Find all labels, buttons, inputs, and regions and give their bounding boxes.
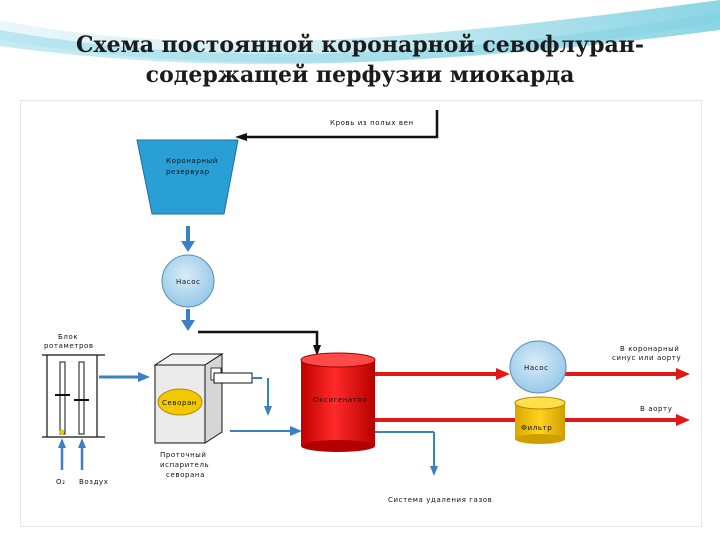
to-aorta-label: В аорту	[640, 405, 672, 413]
coronary-reservoir: Коронарный резервуар	[136, 139, 239, 215]
gas-removal-arrow	[375, 431, 438, 476]
venous-inflow-line	[235, 110, 439, 141]
vaporizer-label-3: севорана	[166, 471, 205, 479]
filter-label: Фильтр	[521, 424, 552, 432]
reservoir-label-1: Коронарный	[166, 157, 218, 165]
rotameter-block: Блок ротаметров	[42, 333, 105, 438]
sevoflurane-vaporizer: Севоран	[153, 353, 224, 444]
air-inlet-label: Воздух	[79, 478, 109, 486]
to-sinus-label-2: синус или аорту	[612, 354, 681, 362]
arrow-gas-to-oxygenator	[230, 426, 302, 436]
title-line-2: содержащей перфузии миокарда	[145, 62, 575, 88]
gas-inlet-arrows	[58, 438, 86, 470]
slide-title: Схема постоянной коронарной севофлуран- …	[60, 30, 660, 90]
blood-from-veins-label: Кровь из полых вен	[330, 119, 414, 127]
oxygenator: Оксигенатор	[300, 352, 376, 452]
oxygenator-label: Оксигенатор	[313, 396, 367, 404]
rotameter-label-2: ротаметров	[44, 342, 94, 350]
rotameter-label-1: Блок	[58, 333, 78, 341]
arrow-pump-to-coronary-sinus	[565, 368, 690, 380]
header-swoosh-decoration	[0, 0, 720, 65]
right-pump-label: Насос	[524, 364, 549, 372]
right-pump: Насос	[509, 340, 567, 394]
arrow-rotameter-to-vaporizer	[99, 372, 150, 382]
line-to-oxygenator	[198, 330, 321, 356]
top-pump: Насос	[161, 254, 215, 308]
arrow-oxygenator-to-pump	[375, 368, 510, 380]
reservoir-label-2: резервуар	[166, 168, 210, 176]
title-line-1: Схема постоянной коронарной севофлуран-	[75, 32, 644, 58]
arrow-reservoir-to-pump	[181, 226, 195, 252]
top-pump-label: Насос	[176, 278, 201, 286]
arrow-pump-down	[181, 309, 195, 331]
gas-removal-label: Система удаления газов	[388, 496, 492, 504]
filter: Фильтр	[514, 396, 566, 444]
o2-inlet-label: O₂	[56, 478, 66, 486]
arrow-vaporizer-to-oxygenator	[213, 372, 272, 416]
to-sinus-label-1: В коронарный	[620, 345, 679, 353]
sevoran-label: Севоран	[162, 399, 197, 407]
vaporizer-label-1: Проточный	[160, 451, 207, 459]
vaporizer-label-2: испаритель	[160, 461, 209, 469]
diagram-frame	[20, 100, 702, 527]
